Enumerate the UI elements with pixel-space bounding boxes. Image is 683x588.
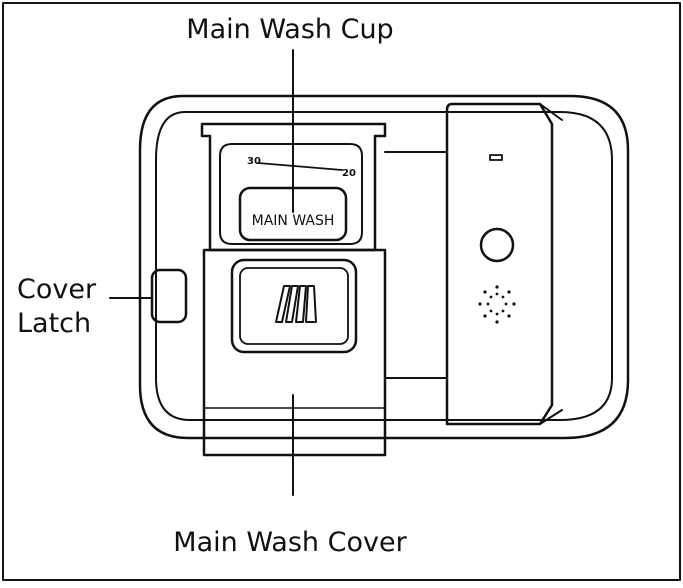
housing-inner: [155, 111, 613, 421]
fill-mark-left: 30: [247, 156, 261, 167]
vent-dots: [478, 285, 516, 324]
rinse-aid-panel: [445, 102, 554, 426]
main-wash-cover: [202, 248, 387, 457]
housing-outer: [138, 94, 630, 440]
fill-mark-right: 20: [342, 168, 356, 179]
main-wash-cup-inner: [219, 143, 363, 245]
main-wash-cup-callout: Main Wash Cup: [186, 14, 394, 45]
cover-button-inner: [239, 267, 349, 345]
cover-latch-callout-line2: Latch: [17, 308, 92, 339]
indicator-slot: [489, 154, 503, 161]
rinse-aid-cap: [479, 227, 515, 263]
main-wash-tab-label: MAIN WASH: [252, 213, 335, 229]
main-wash-cover-callout: Main Wash Cover: [173, 527, 407, 558]
cover-latch-callout-line1: Cover: [17, 274, 97, 305]
figure-frame: [2, 2, 681, 581]
wash-spray-icon: [275, 285, 317, 323]
panel-edge-top: [539, 103, 563, 121]
cover-latch: [150, 268, 188, 324]
panel-edge-bottom: [539, 409, 563, 425]
fill-line: [257, 162, 343, 171]
cover-button-outer: [230, 258, 358, 354]
